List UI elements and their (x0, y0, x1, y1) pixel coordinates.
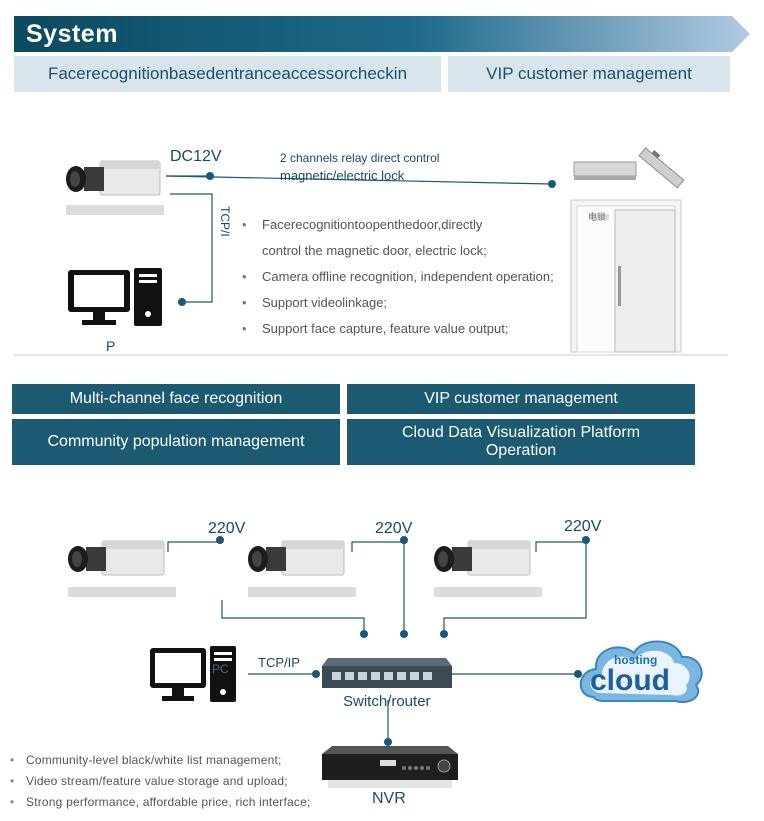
camera-icon (66, 160, 164, 215)
door-icon (570, 199, 682, 353)
switch-label: Switch/router (343, 693, 431, 710)
cloud-small-label: hosting (614, 653, 658, 667)
tab-face-access[interactable]: Facerecognitionbasedentranceaccessorchec… (14, 56, 441, 92)
access-diagram-lines (14, 147, 728, 356)
lock-tag: 电锁 (588, 212, 607, 222)
camera-icon (247, 540, 357, 598)
header-banner (14, 16, 750, 52)
cloud-icon (579, 640, 703, 703)
computer-icon (150, 646, 236, 702)
power-label-1: 220V (208, 520, 246, 537)
tile-label: VIP customer management (424, 390, 618, 407)
tcpip-label: TCP/IP (258, 655, 300, 670)
list-item: •Video stream/feature value storage and … (10, 774, 288, 788)
tile-vip[interactable]: VIP customer management (347, 384, 695, 414)
list-item: •Support videolinkage; (242, 295, 388, 310)
tile-label: Community population management (47, 433, 305, 450)
page-title: System (26, 20, 118, 48)
camera-icon (67, 540, 177, 598)
tile-label: Multi-channel face recognition (69, 390, 283, 407)
switch-icon (322, 658, 452, 688)
network-diagram-lines (67, 536, 703, 788)
relay-label-line2: magnetic/electric lock (280, 168, 405, 183)
pc-overlay-label: PC (212, 662, 229, 676)
list-item: •Camera offline recognition, independent… (242, 269, 554, 284)
cloud-big-label: cloud (590, 664, 670, 697)
tile-label: Cloud Data Visualization Platform Operat… (401, 424, 641, 459)
pc-label: P (106, 338, 116, 354)
list-item: •Facerecognitiontoopenthedoor,directly (242, 217, 483, 232)
power-label-2: 220V (375, 520, 413, 537)
list-item: •Community-level black/white list manage… (10, 753, 282, 767)
nvr-icon (322, 746, 458, 788)
list-item: •Support face capture, feature value out… (242, 321, 509, 336)
tab-vip[interactable]: VIP customer management (448, 56, 730, 92)
dc12v-label: DC12V (170, 148, 222, 165)
tile-cloud-platform[interactable]: Cloud Data Visualization Platform Operat… (347, 419, 695, 465)
nvr-label: NVR (372, 790, 406, 807)
list-item: •Strong performance, affordable price, r… (10, 795, 311, 809)
relay-label-line1: 2 channels relay direct control (280, 151, 440, 165)
tab-label: Facerecognitionbasedentranceaccessorchec… (47, 64, 408, 83)
network-bullet-list: •Community-level black/white list manage… (10, 750, 311, 813)
magnetic-lock-icon (573, 147, 685, 189)
tab-label: VIP customer management (486, 64, 692, 83)
power-label-3: 220V (564, 518, 602, 535)
access-bullet-list: •Facerecognitiontoopenthedoor,directly c… (242, 212, 554, 342)
list-item: control the magnetic door, electric lock… (262, 243, 487, 258)
computer-icon (68, 268, 162, 326)
camera-icon (433, 540, 543, 598)
tile-community[interactable]: Community population management (12, 419, 340, 465)
tcpip-label: TCP/I (218, 206, 232, 237)
tile-multi-channel[interactable]: Multi-channel face recognition (12, 384, 340, 414)
